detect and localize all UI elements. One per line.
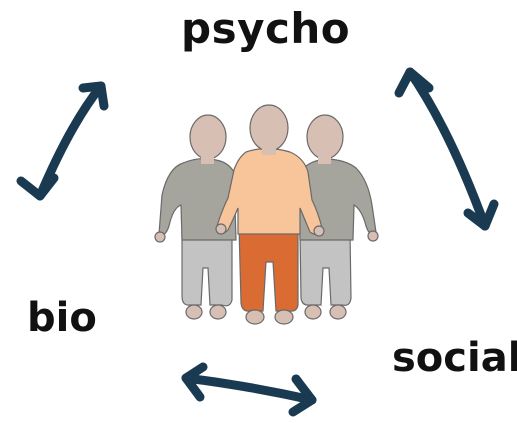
center-person-figure <box>215 104 325 325</box>
social-label: social <box>392 335 517 381</box>
psycho-social-arrow <box>394 67 499 231</box>
psycho-label: psycho <box>181 4 351 53</box>
bio-label: bio <box>27 295 97 341</box>
left-person-figure <box>154 114 237 320</box>
bio-social-arrow <box>181 362 317 417</box>
people-group-illustration <box>154 104 379 325</box>
psycho-bio-arrow <box>16 81 109 201</box>
